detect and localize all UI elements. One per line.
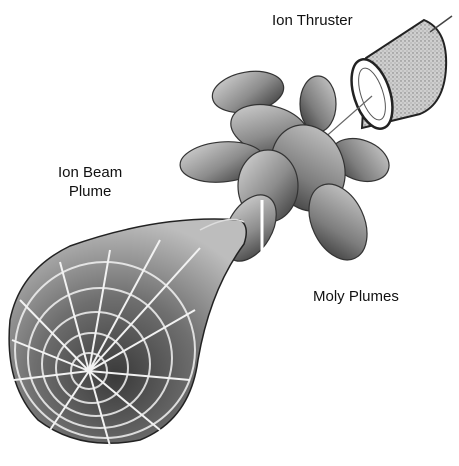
ion-beam-plume-label: Ion Beam Plume bbox=[58, 164, 122, 202]
ion-beam-label-line1: Ion Beam bbox=[58, 164, 122, 183]
ion-thruster-label: Ion Thruster bbox=[272, 12, 353, 31]
moly-plumes-label: Moly Plumes bbox=[313, 288, 399, 307]
ion-beam-label-line2: Plume bbox=[58, 183, 122, 202]
ion-beam-plume-icon bbox=[9, 219, 246, 446]
ion-thruster-icon bbox=[322, 16, 452, 140]
